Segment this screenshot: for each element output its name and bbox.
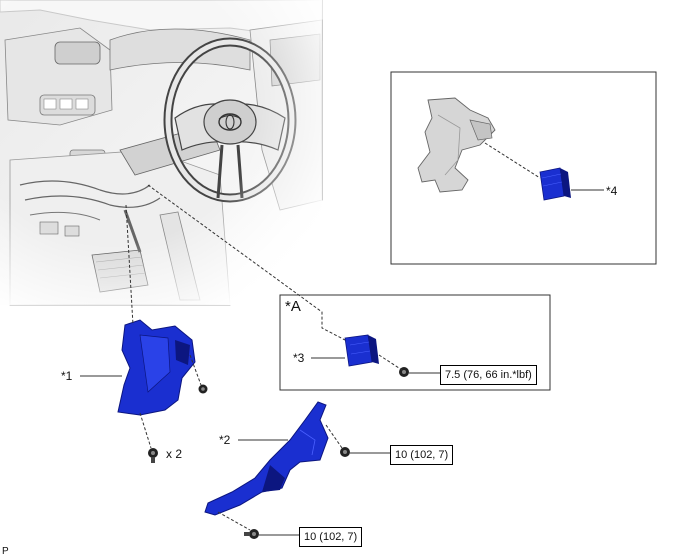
view-a-label: *A [285,298,301,315]
callout-part4: *4 [606,184,618,198]
callout-part2: *2 [219,433,231,447]
torque-spec-part2-lower: 10 (102, 7) [299,527,363,547]
gray-bracket [417,97,496,193]
bolt-icon [340,447,350,457]
corner-code: P [2,546,9,557]
bolt-icon [244,529,259,539]
bolt-icon [148,448,158,463]
part3-module [344,334,379,367]
torque-spec-part2-upper: 10 (102, 7) [390,445,454,465]
bolt-icon [198,384,208,394]
part2-bar [204,401,329,516]
quantity-label: x 2 [166,447,183,461]
torque-spec-part3: 7.5 (76, 66 in.*lbf) [440,365,537,385]
callout-part1: *1 [61,369,73,383]
part1-bracket [117,319,196,416]
callout-part3: *3 [293,351,305,365]
vehicle-interior [0,0,323,306]
part4-module [539,167,571,201]
